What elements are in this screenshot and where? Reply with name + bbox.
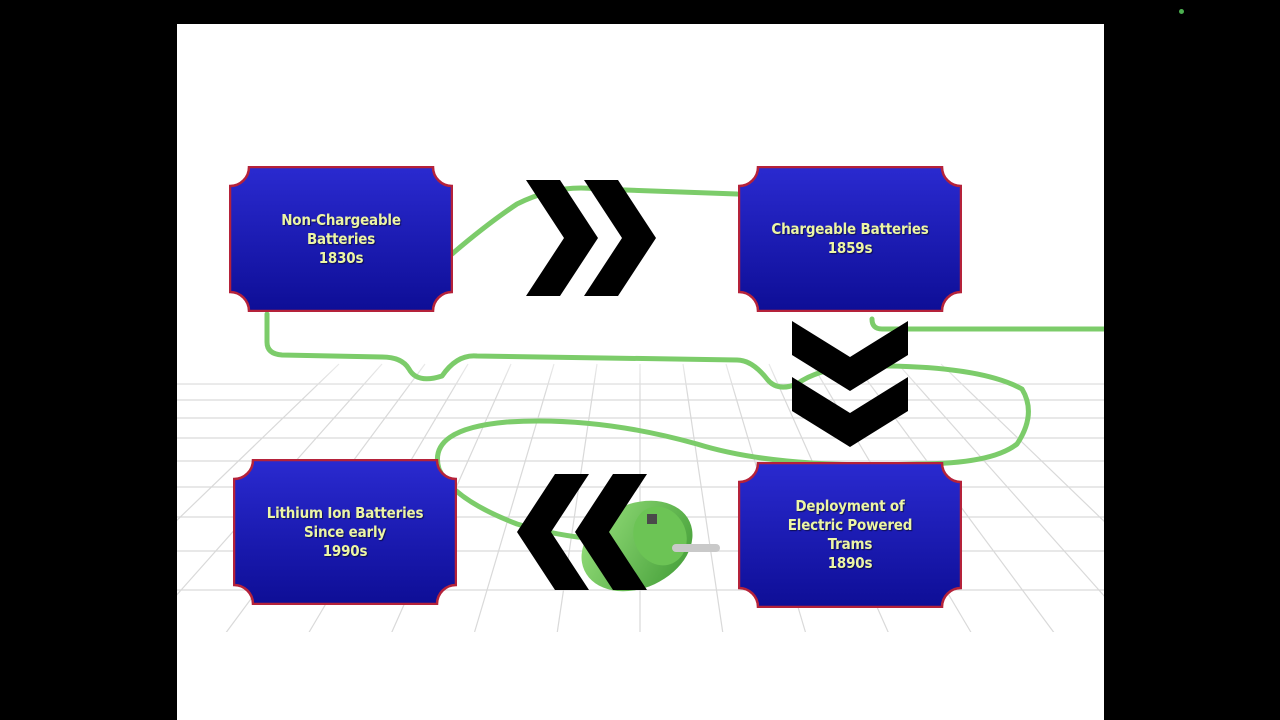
stage-date: 1859s <box>827 239 873 257</box>
stage-label-trams: Deployment of Electric Powered Trams 189… <box>746 462 954 608</box>
stage-box-lithium-ion: Lithium Ion Batteries Since early 1990s <box>233 459 457 605</box>
cable-illustration <box>177 185 1104 720</box>
slide: Non-Chargeable Batteries 1830s Chargeabl… <box>177 24 1104 720</box>
stage-label-non-chargeable: Non-Chargeable Batteries 1830s <box>237 166 445 312</box>
stage-label-lithium-ion: Lithium Ion Batteries Since early 1990s <box>241 459 449 605</box>
chevron-down-icon <box>792 321 908 447</box>
stage-line: Non-Chargeable <box>281 210 401 229</box>
stage-date: 1890s <box>827 554 873 572</box>
stage-date: 1830s <box>318 248 364 267</box>
stage-line: Deployment of <box>795 497 905 515</box>
stage-line: Chargeable Batteries <box>771 220 929 238</box>
stage-line: Electric Powered <box>787 516 913 534</box>
stage-line: Since early <box>304 522 386 541</box>
stage-line: Batteries <box>306 229 376 248</box>
chevron-left-icon <box>517 474 647 590</box>
stage-box-non-chargeable: Non-Chargeable Batteries 1830s <box>229 166 453 312</box>
chevron-right-icon <box>526 180 656 296</box>
stage-box-trams: Deployment of Electric Powered Trams 189… <box>738 462 962 608</box>
stage-line: Trams <box>827 535 873 553</box>
status-dot <box>1179 9 1184 14</box>
stage-label-chargeable: Chargeable Batteries 1859s <box>746 166 954 312</box>
stage-box-chargeable: Chargeable Batteries 1859s <box>738 166 962 312</box>
stage-date: 1990s <box>322 541 368 560</box>
stage-line: Lithium Ion Batteries <box>266 503 424 522</box>
